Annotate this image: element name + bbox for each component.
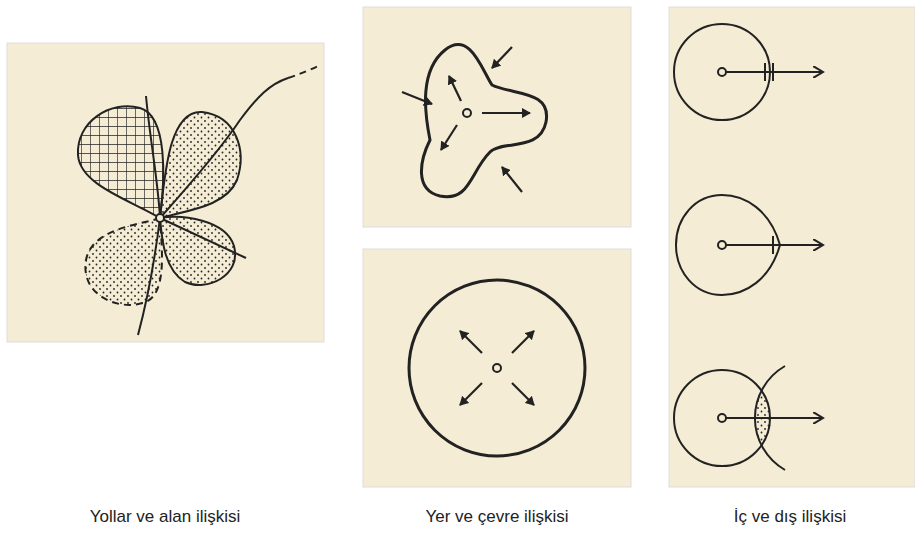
circle-figure: [409, 280, 585, 456]
panel-caption: Yollar ve alan ilişkisi: [90, 507, 241, 527]
panel: [363, 7, 631, 227]
panel-caption: İç ve dış ilişkisi: [734, 507, 846, 527]
panel: [669, 7, 915, 487]
panel: [7, 43, 324, 342]
inside-outside-figures: [674, 24, 875, 478]
clover-figure: [78, 66, 318, 335]
panel-caption: Yer ve çevre ilişkisi: [426, 507, 569, 527]
panel: [363, 249, 631, 487]
trefoil-figure: [402, 45, 547, 197]
